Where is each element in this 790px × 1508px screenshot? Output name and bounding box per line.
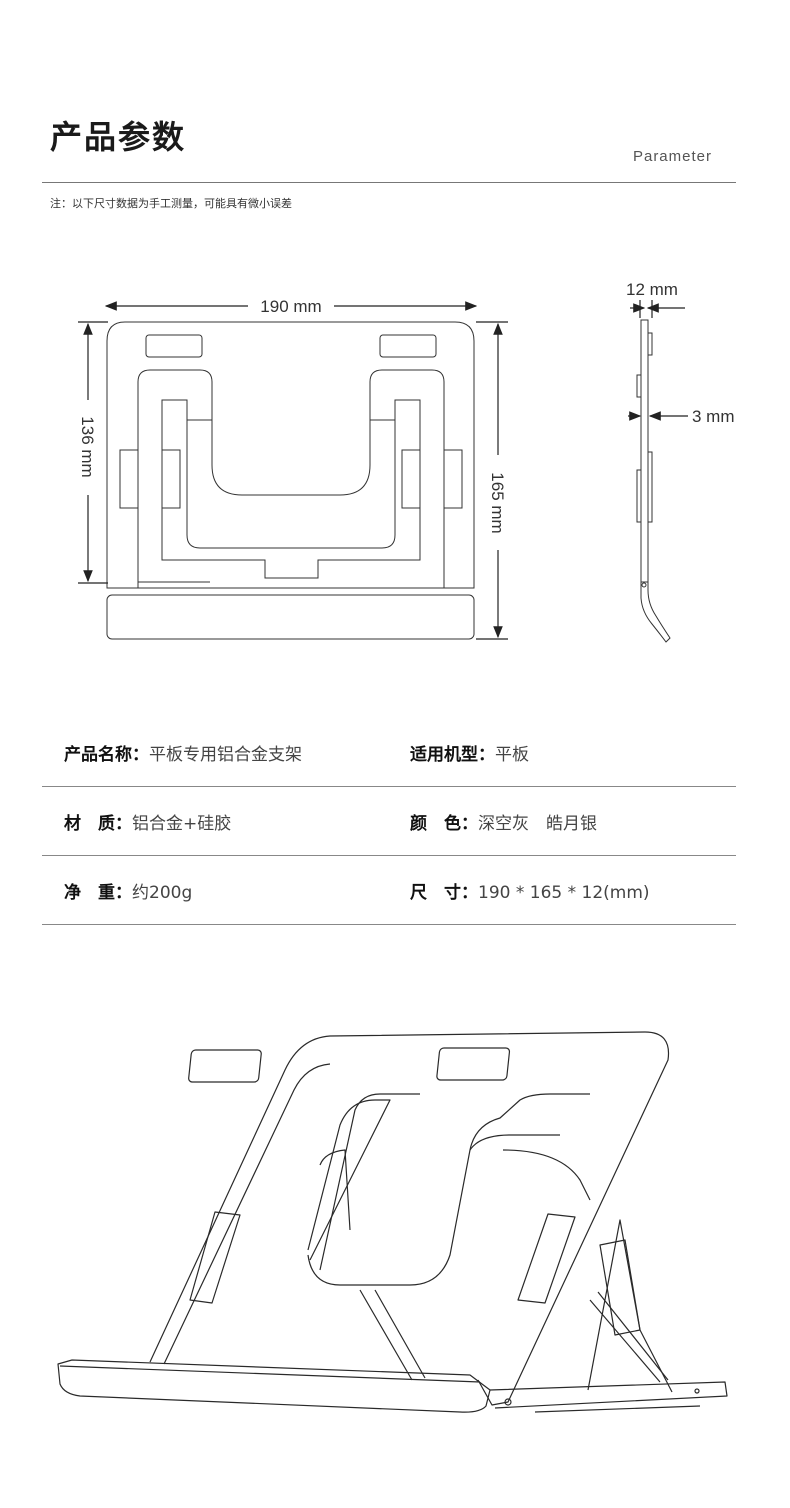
- perspective-view: [57, 1031, 728, 1413]
- spec-row: 产品名称：平板专用铝合金支架 适用机型：平板: [42, 718, 736, 787]
- spec-row: 净 重：约200g 尺 寸：190 * 165 * 12(mm): [42, 856, 736, 925]
- spec-key: 颜 色：: [410, 814, 478, 834]
- spec-table: 产品名称：平板专用铝合金支架 适用机型：平板 材 质：铝合金+硅胶 颜 色：深空…: [42, 718, 736, 925]
- title-divider: [42, 182, 736, 183]
- spec-value: 平板专用铝合金支架: [149, 745, 302, 765]
- measurement-note: 注：以下尺寸数据为手工测量，可能具有微小误差: [50, 197, 292, 210]
- depth-label: 12 mm: [626, 280, 678, 299]
- spec-key: 材 质：: [64, 814, 132, 834]
- spec-row: 材 质：铝合金+硅胶 颜 色：深空灰 皓月银: [42, 787, 736, 856]
- front-view: [106, 321, 475, 640]
- spec-value: 约200g: [132, 883, 193, 903]
- thickness-label: 3 mm: [692, 407, 735, 426]
- spec-value: 铝合金+硅胶: [132, 814, 232, 834]
- spec-value: 190 * 165 * 12(mm): [478, 883, 650, 903]
- spec-key: 尺 寸：: [410, 883, 478, 903]
- spec-key: 净 重：: [64, 883, 132, 903]
- total-height-label: 165 mm: [488, 472, 507, 533]
- side-view: [636, 319, 671, 643]
- spec-value: 深空灰 皓月银: [478, 814, 597, 834]
- inner-height-dimension: [78, 321, 108, 584]
- spec-key: 适用机型：: [410, 745, 495, 765]
- total-height-dimension: [476, 321, 508, 640]
- width-label: 190 mm: [260, 297, 321, 316]
- page-title: 产品参数: [50, 118, 187, 156]
- spec-key: 产品名称：: [64, 745, 149, 765]
- depth-dimension: [630, 300, 685, 318]
- spec-value: 平板: [495, 745, 529, 765]
- inner-height-label: 136 mm: [78, 416, 97, 477]
- page-subtitle: Parameter: [632, 148, 712, 165]
